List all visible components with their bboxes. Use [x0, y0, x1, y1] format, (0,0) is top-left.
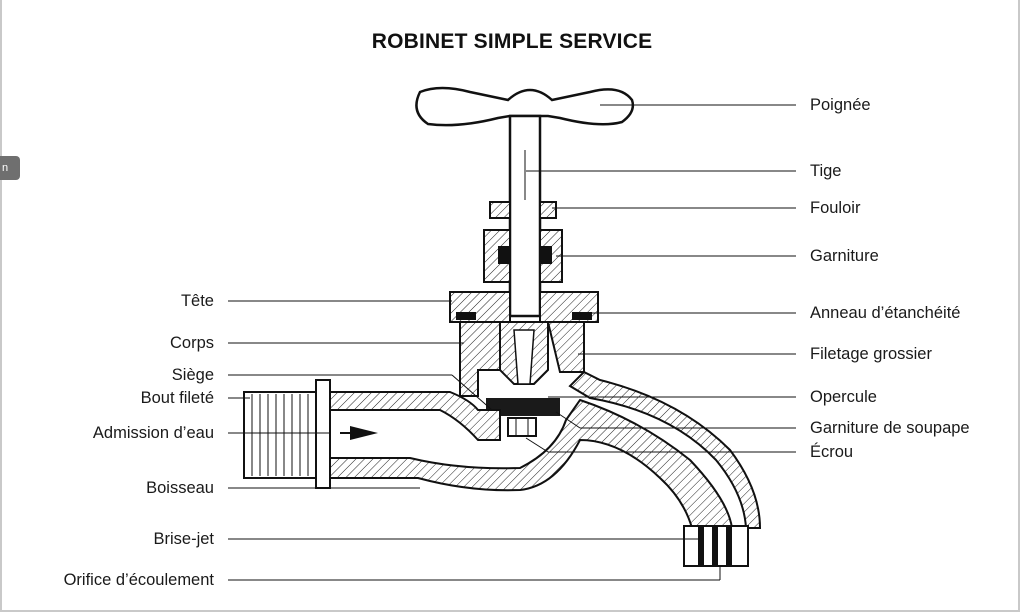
leader-lines-right — [525, 104, 796, 453]
label-tete: Tête — [180, 292, 214, 310]
pipe-body-shape — [329, 370, 762, 529]
label-anneau-etancheite: Anneau d’étanchéité — [810, 304, 961, 322]
gland-shape — [489, 201, 557, 219]
packing-shape — [483, 229, 563, 283]
label-bout-filete: Bout fileté — [140, 389, 214, 407]
label-poignee: Poignée — [810, 96, 871, 114]
diagram-title: ROBINET SIMPLE SERVICE — [371, 30, 653, 53]
label-tige: Tige — [810, 162, 842, 180]
label-opercule: Opercule — [810, 388, 877, 406]
label-corps: Corps — [169, 334, 214, 352]
water-flow-arrow — [340, 426, 378, 440]
label-boisseau: Boisseau — [146, 479, 214, 497]
label-fouloir: Fouloir — [810, 199, 861, 217]
label-garniture: Garniture — [810, 247, 879, 265]
label-ecrou: Écrou — [810, 443, 854, 461]
handle-shape — [415, 86, 635, 127]
label-filetage-grossier: Filetage grossier — [810, 345, 932, 363]
label-garniture-de-soupape: Garniture de soupape — [810, 419, 970, 437]
valve-shape — [486, 321, 560, 437]
aerator-shape — [683, 525, 749, 567]
side-tab[interactable]: n — [0, 156, 20, 180]
leader-lines-left — [228, 300, 721, 581]
label-siege: Siège — [171, 366, 214, 384]
label-brise-jet: Brise-jet — [153, 530, 214, 548]
stem-shape — [508, 114, 542, 318]
threaded-end-shape — [243, 379, 331, 489]
body-upper-shape — [459, 321, 585, 397]
label-admission-eau: Admission d’eau — [92, 424, 214, 442]
label-orifice-ecoulement: Orifice d’écoulement — [63, 571, 214, 589]
